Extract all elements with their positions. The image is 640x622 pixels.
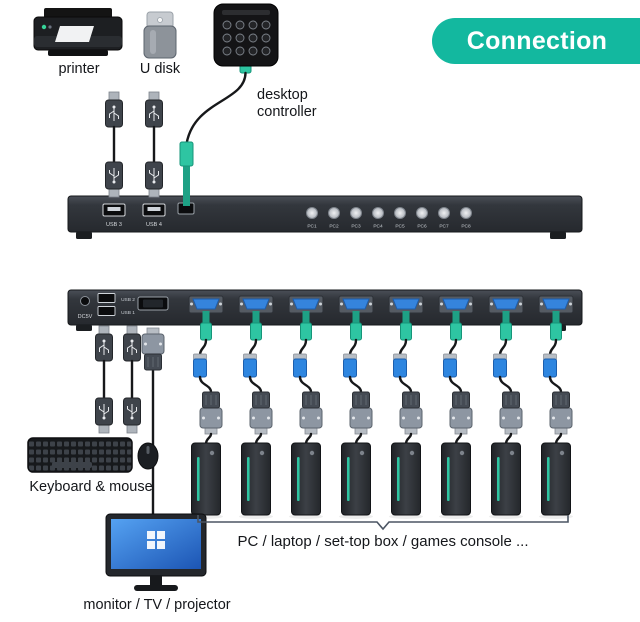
front-panel-foot-left: [76, 232, 92, 239]
pc7-button-label: PC7: [439, 224, 449, 230]
usb-connector-icon: [105, 161, 123, 198]
pc8-button-label: PC8: [461, 224, 471, 230]
vga-port-8: [538, 295, 574, 314]
front-select-buttons: PC1 PC2 PC3 PC4 PC5 PC6 PC7 PC8: [306, 207, 472, 230]
console-vga-port: [137, 296, 169, 311]
controller-label: desktop controller: [257, 87, 317, 121]
pc1-button-label: PC1: [307, 224, 317, 230]
vga-port-2: [238, 295, 274, 314]
usb-connector-icon: [123, 397, 141, 434]
u-disk: [143, 11, 177, 59]
front-usb-port-3: [102, 203, 126, 217]
channel-5: [389, 311, 423, 519]
vga-port-3: [288, 295, 324, 314]
pc6-button-label: PC6: [417, 224, 427, 230]
vga-port-1: [188, 295, 224, 314]
desktop-controller: [213, 3, 279, 67]
front-usb3-label: USB 3: [106, 222, 122, 228]
monitor: [105, 513, 207, 591]
usb-connector-icon: [123, 325, 141, 362]
usb-connector-icon: [105, 91, 123, 128]
rear-panel-foot-left: [76, 325, 92, 331]
rear-usb-port-1: [97, 306, 116, 316]
channel-2: [239, 311, 273, 519]
channel-1: [189, 311, 223, 519]
kvm-front-panel: USB 3 USB 4 PC1 PC2 PC3 PC4 PC5 PC6 PC7 …: [67, 195, 583, 239]
front-usb-port-4: [142, 203, 166, 217]
vga-port-4: [338, 295, 374, 314]
computers-label: PC / laptop / set-top box / games consol…: [237, 533, 529, 550]
controller-cable: [179, 63, 252, 206]
rear-usb-port-2: [97, 293, 116, 303]
vga-connector-icon: [141, 327, 165, 371]
vga-port-5: [388, 295, 424, 314]
pc5-button-label: PC5: [395, 224, 405, 230]
front-usb4-label: USB 4: [146, 222, 162, 228]
rear-usb1-label: USB 1: [121, 310, 135, 316]
printer-label: printer: [58, 61, 100, 77]
usb-connector-icon: [95, 325, 113, 362]
udisk-label: U disk: [139, 61, 181, 77]
printer-usb-cable: [105, 91, 123, 198]
mouse: [137, 442, 159, 470]
printer: [33, 8, 123, 56]
keyboard-usb-cable-2: [123, 325, 141, 434]
channel-8: [539, 311, 573, 519]
vga-port-6: [438, 295, 474, 314]
front-panel-foot-right: [550, 232, 566, 239]
keyboard-usb-cable-1: [95, 325, 113, 434]
monitor-label: monitor / TV / projector: [83, 597, 231, 613]
channel-7: [489, 311, 523, 519]
connection-badge: Connection: [432, 18, 640, 64]
usb-connector-icon: [145, 161, 163, 198]
usb-connector-icon: [95, 397, 113, 434]
pc2-button-label: PC2: [329, 224, 339, 230]
pc4-button-label: PC4: [373, 224, 383, 230]
monitor-vga-cable: [141, 327, 165, 547]
power-label: DC5V: [78, 314, 93, 320]
keyboard-mouse-label: Keyboard & mouse: [29, 479, 153, 495]
vga-port-7: [488, 295, 524, 314]
power-jack: [80, 296, 90, 306]
rear-usb2-label: USB 2: [121, 297, 135, 303]
channel-6: [439, 311, 473, 519]
channel-4: [339, 311, 373, 519]
udisk-usb-cable: [145, 91, 163, 198]
keyboard-mouse: [27, 437, 159, 473]
channel-3: [289, 311, 323, 519]
windows-logo-icon: [147, 531, 165, 549]
usb-connector-icon: [145, 91, 163, 128]
pc3-button-label: PC3: [351, 224, 361, 230]
pcs-bracket: [197, 515, 569, 531]
